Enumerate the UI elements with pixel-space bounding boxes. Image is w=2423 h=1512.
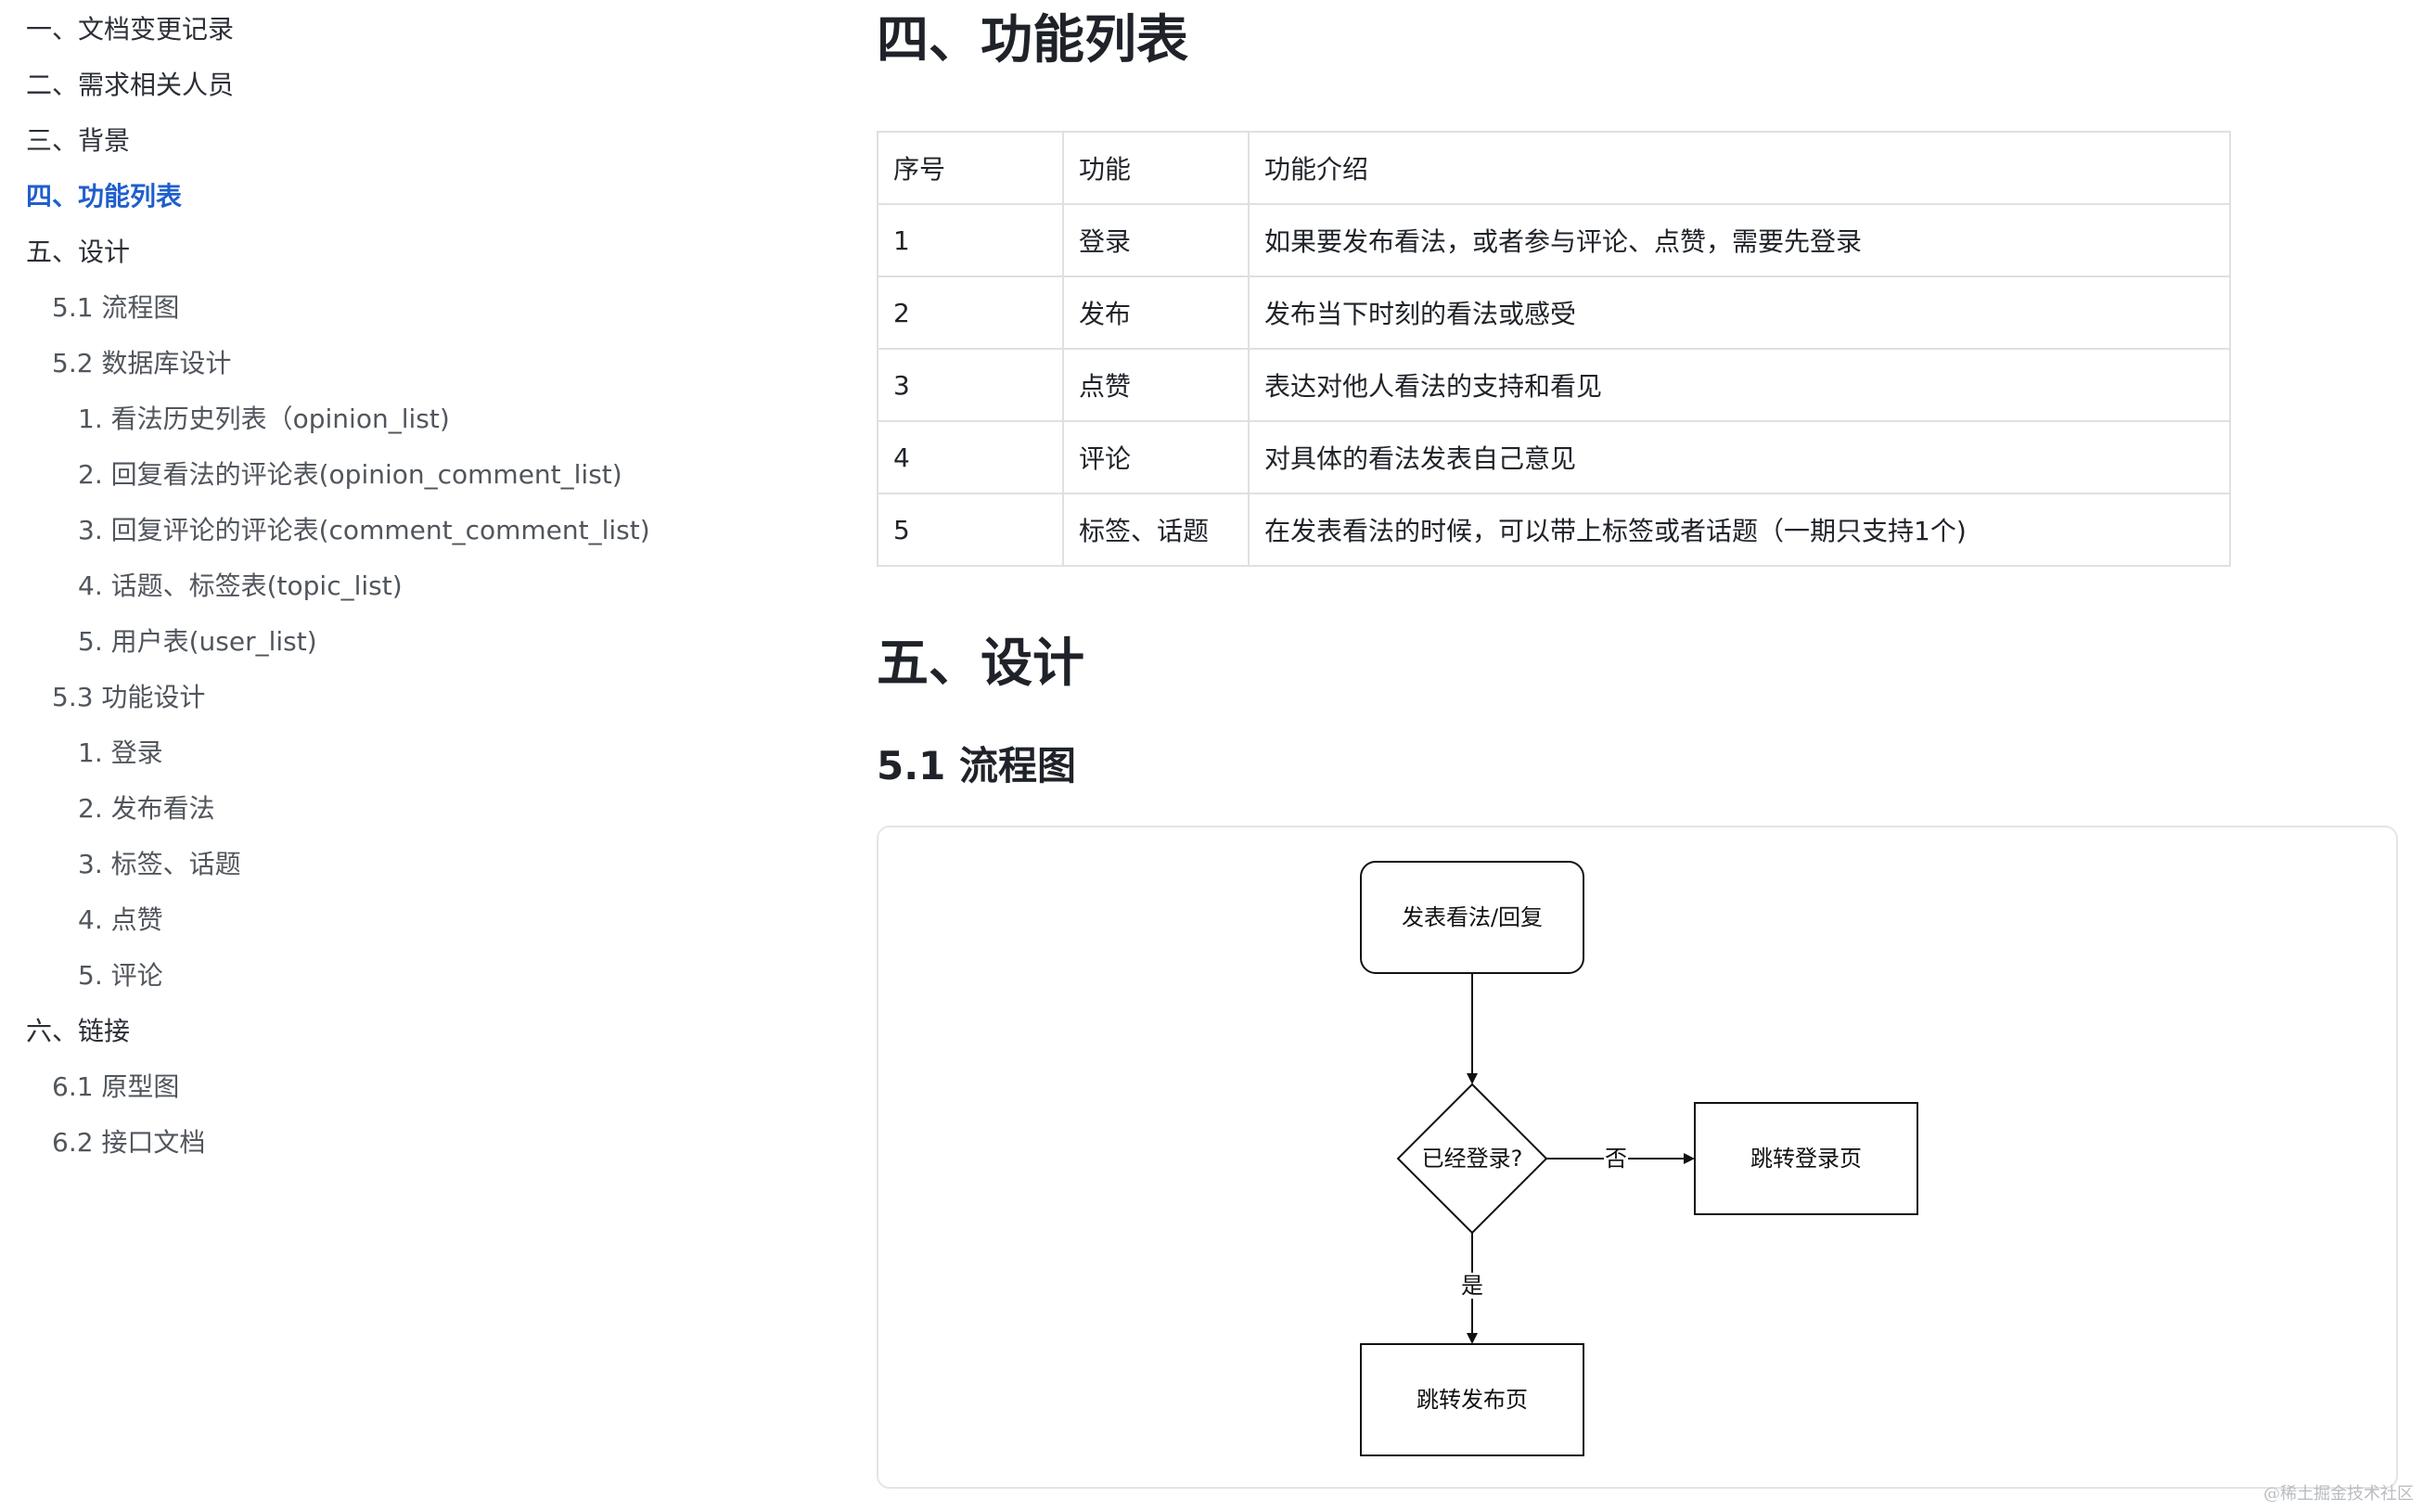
section-title-feature-list: 四、功能列表 — [877, 10, 1188, 70]
toc-item-opinion-list[interactable]: 1. 看法历史列表（opinion_list) — [78, 404, 450, 434]
flowchart-diagram: 发表看法/回复 已经登录? 否 跳转登录页 是 跳转发布页 — [877, 826, 2398, 1489]
table-cell: 2 — [877, 275, 1064, 350]
flow-node-login-page-label: 跳转登录页 — [1750, 1146, 1862, 1172]
table-row: 1 登录 如果要发布看法，或者参与评论、点赞，需要先登录 — [877, 203, 2231, 277]
toc-item-tags-topics[interactable]: 3. 标签、话题 — [78, 849, 241, 879]
table-header-cell: 功能介绍 — [1248, 131, 2231, 205]
section-title-design: 五、设计 — [877, 634, 1084, 694]
flow-arrow-no-label: 否 — [1605, 1146, 1627, 1172]
section-title-flowchart: 5.1 流程图 — [877, 743, 1077, 788]
table-header-cell: 序号 — [877, 131, 1064, 205]
document-content: 四、功能列表 序号 功能 功能介绍 1 登录 如果要发布看法，或者参与评论、点赞… — [877, 0, 2398, 1512]
toc-item-feature-list[interactable]: 四、功能列表 — [26, 181, 183, 211]
toc-item-comment[interactable]: 5. 评论 — [78, 960, 163, 991]
table-of-contents: 一、文档变更记录 二、需求相关人员 三、背景 四、功能列表 五、设计 5.1 流… — [0, 0, 835, 1512]
toc-item-stakeholders[interactable]: 二、需求相关人员 — [26, 70, 235, 100]
feature-table: 序号 功能 功能介绍 1 登录 如果要发布看法，或者参与评论、点赞，需要先登录 … — [877, 131, 2231, 567]
flow-arrow-no-label-bg — [1604, 1146, 1628, 1172]
flowchart-svg: 发表看法/回复 已经登录? 否 跳转登录页 是 跳转发布页 — [1360, 861, 1918, 1456]
table-row: 4 评论 对具体的看法发表自己意见 — [877, 420, 2231, 494]
flow-node-login-page — [1694, 1102, 1918, 1215]
toc-item-database-design[interactable]: 5.2 数据库设计 — [52, 348, 232, 378]
table-row: 3 点赞 表达对他人看法的支持和看见 — [877, 348, 2231, 422]
table-row: 2 发布 发布当下时刻的看法或感受 — [877, 275, 2231, 350]
toc-item-publish-opinion[interactable]: 2. 发布看法 — [78, 793, 215, 824]
table-cell: 点赞 — [1062, 348, 1250, 422]
table-cell: 4 — [877, 420, 1064, 494]
toc-item-design[interactable]: 五、设计 — [26, 237, 131, 267]
toc-item-prototype[interactable]: 6.1 原型图 — [52, 1071, 180, 1102]
toc-item-user-list[interactable]: 5. 用户表(user_list) — [78, 626, 317, 657]
table-cell: 发布当下时刻的看法或感受 — [1248, 275, 2231, 350]
flow-node-publish-page-label: 跳转发布页 — [1417, 1387, 1528, 1413]
flow-node-start-label: 发表看法/回复 — [1402, 904, 1543, 930]
toc-item-change-log[interactable]: 一、文档变更记录 — [26, 14, 235, 45]
toc-item-opinion-comment-list[interactable]: 2. 回复看法的评论表(opinion_comment_list) — [78, 459, 622, 490]
table-cell: 标签、话题 — [1062, 493, 1250, 567]
flow-arrow-yes-label-bg — [1460, 1273, 1484, 1299]
table-cell: 如果要发布看法，或者参与评论、点赞，需要先登录 — [1248, 203, 2231, 277]
table-cell: 5 — [877, 493, 1064, 567]
toc-item-api-docs[interactable]: 6.2 接口文档 — [52, 1127, 206, 1158]
toc-item-feature-design[interactable]: 5.3 功能设计 — [52, 682, 206, 712]
table-cell: 登录 — [1062, 203, 1250, 277]
toc-item-topic-list[interactable]: 4. 话题、标签表(topic_list) — [78, 570, 403, 601]
toc-item-flowchart[interactable]: 5.1 流程图 — [52, 292, 180, 323]
toc-item-like[interactable]: 4. 点赞 — [78, 904, 163, 935]
toc-item-background[interactable]: 三、背景 — [26, 125, 131, 156]
flow-arrow-yes-label: 是 — [1461, 1273, 1483, 1299]
flow-node-decision-label: 已经登录? — [1422, 1146, 1523, 1172]
toc-item-login[interactable]: 1. 登录 — [78, 737, 163, 768]
watermark: @稀土掘金技术社区 — [2263, 1484, 2414, 1504]
table-cell: 发布 — [1062, 275, 1250, 350]
flow-node-publish-page — [1360, 1343, 1584, 1456]
table-cell: 对具体的看法发表自己意见 — [1248, 420, 2231, 494]
table-header-cell: 功能 — [1062, 131, 1250, 205]
table-cell: 3 — [877, 348, 1064, 422]
table-header-row: 序号 功能 功能介绍 — [877, 131, 2231, 205]
table-cell: 评论 — [1062, 420, 1250, 494]
toc-item-links[interactable]: 六、链接 — [26, 1016, 131, 1046]
table-cell: 在发表看法的时候，可以带上标签或者话题（一期只支持1个) — [1248, 493, 2231, 567]
table-row: 5 标签、话题 在发表看法的时候，可以带上标签或者话题（一期只支持1个) — [877, 493, 2231, 567]
table-cell: 1 — [877, 203, 1064, 277]
table-cell: 表达对他人看法的支持和看见 — [1248, 348, 2231, 422]
toc-item-comment-comment-list[interactable]: 3. 回复评论的评论表(comment_comment_list) — [78, 515, 650, 545]
